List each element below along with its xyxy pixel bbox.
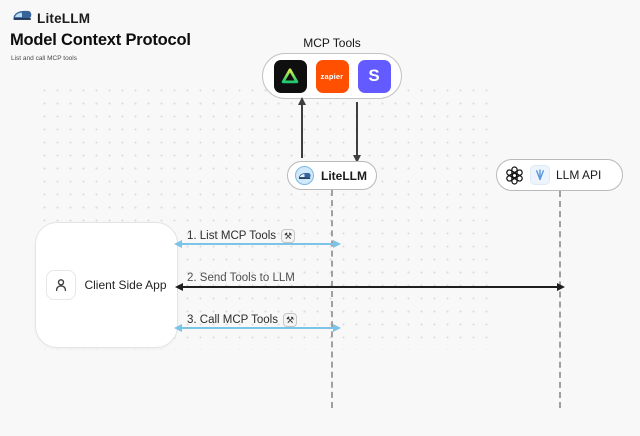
litellm-logo-icon xyxy=(295,166,314,185)
arrow-up-to-mcp xyxy=(298,97,305,158)
openai-icon xyxy=(505,165,524,185)
client-side-app-node: Client Side App xyxy=(35,222,178,348)
flow-2-label: 2. Send Tools to LLM xyxy=(187,272,295,284)
flow-3-arrow xyxy=(174,324,341,332)
client-side-app-label: Client Side App xyxy=(84,278,167,292)
litellm-train-icon xyxy=(12,8,32,28)
flow-3-label-row: 3. Call MCP Tools ⚒ xyxy=(187,313,297,327)
llm-api-node-label: LLM API xyxy=(556,168,602,182)
flow-2-arrow xyxy=(175,283,565,291)
stripe-logo: S xyxy=(357,59,391,93)
flow-3-label: 3. Call MCP Tools xyxy=(187,314,278,326)
page-title: Model Context Protocol xyxy=(10,31,191,49)
litellm-node-label: LiteLLM xyxy=(321,168,367,183)
litellm-lifeline xyxy=(331,190,333,408)
tools-icon: ⚒ xyxy=(282,313,297,327)
tools-glyph: ⚒ xyxy=(284,230,293,241)
triangle-tool-logo xyxy=(273,59,307,93)
page-subtitle: List and call MCP tools xyxy=(11,55,77,62)
brand-header: LiteLLM xyxy=(12,8,90,28)
flow-2-label-row: 2. Send Tools to LLM xyxy=(187,272,295,284)
arrow-down-to-litellm xyxy=(353,102,360,163)
zapier-wordmark: zapier xyxy=(320,71,344,81)
user-icon xyxy=(46,270,77,300)
mcp-tools-box: zapier S xyxy=(262,53,402,99)
llm-api-lifeline xyxy=(559,191,561,408)
tools-glyph: ⚒ xyxy=(285,314,295,325)
mcp-tools-label: MCP Tools xyxy=(303,36,361,50)
llm-provider-icon xyxy=(530,165,550,185)
brand-name: LiteLLM xyxy=(37,10,91,26)
stripe-s-letter: S xyxy=(368,66,380,85)
flow-1-arrow xyxy=(174,240,341,248)
llm-api-node: LLM API xyxy=(496,159,623,191)
litellm-node: LiteLLM xyxy=(287,161,377,190)
zapier-logo: zapier xyxy=(315,59,349,93)
tools-icon: ⚒ xyxy=(281,229,296,243)
flow-1-label: 1. List MCP Tools xyxy=(187,230,277,242)
flow-1-label-row: 1. List MCP Tools ⚒ xyxy=(187,229,296,243)
